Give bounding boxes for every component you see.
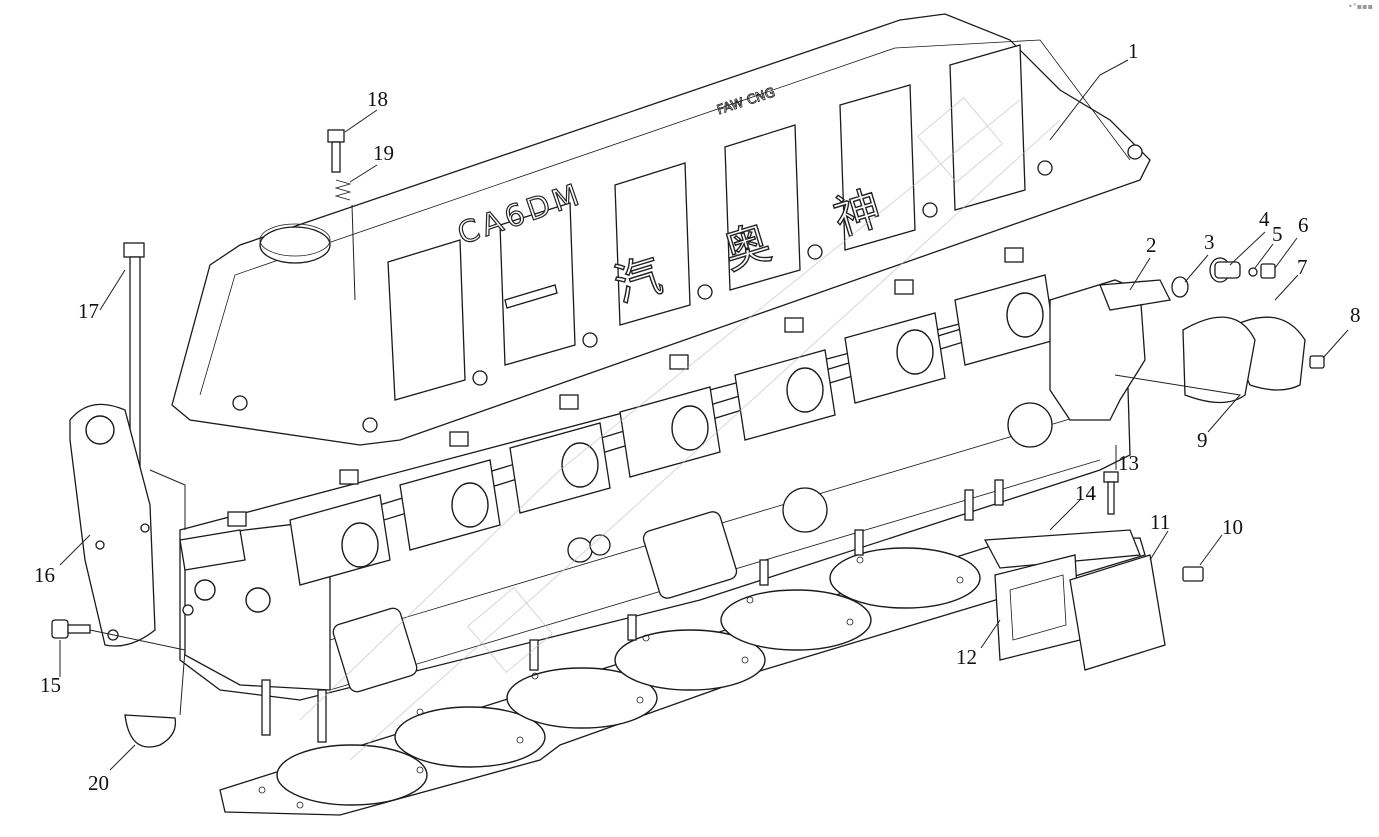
flange-gasket-14 xyxy=(983,529,1141,569)
callout-5: 5 xyxy=(1272,222,1283,246)
bolt-15 xyxy=(51,619,91,639)
washer xyxy=(1248,267,1258,277)
callout-8: 8 xyxy=(1350,303,1361,327)
callout-19: 19 xyxy=(373,141,394,165)
water-outlet-housing xyxy=(1049,279,1171,421)
callout-16: 16 xyxy=(34,563,55,587)
callouts: 1 2 3 4 5 6 7 8 9 10 11 12 13 14 15 16 1… xyxy=(34,39,1361,795)
head-bolt-13 xyxy=(1103,471,1119,515)
watermark xyxy=(299,97,1061,761)
callout-17: 17 xyxy=(78,299,99,323)
callout-20: 20 xyxy=(88,771,109,795)
o-ring xyxy=(1171,276,1189,298)
callout-15: 15 xyxy=(40,673,61,697)
half-moon-seal-20 xyxy=(124,714,177,748)
callout-10: 10 xyxy=(1222,515,1243,539)
head-gasket xyxy=(219,537,1146,816)
callout-11: 11 xyxy=(1150,510,1170,534)
spring-19 xyxy=(334,179,352,201)
callout-13: 13 xyxy=(1118,451,1139,475)
callout-9: 9 xyxy=(1197,428,1208,452)
callout-2: 2 xyxy=(1146,233,1157,257)
corner-mark: •°▪▪▪ xyxy=(1348,2,1373,11)
callout-6: 6 xyxy=(1298,213,1309,237)
plug-bolt xyxy=(1260,263,1276,279)
callout-12: 12 xyxy=(956,645,977,669)
leader-lines xyxy=(59,59,1349,771)
end-cover-bolt xyxy=(1309,355,1325,369)
thermostat-sensor xyxy=(1209,257,1241,283)
callout-4: 4 xyxy=(1259,207,1270,231)
flange-cover-11 xyxy=(1069,554,1166,671)
lifting-bracket-16 xyxy=(69,403,156,647)
callout-1: 1 xyxy=(1128,39,1139,63)
cover-bolt-18 xyxy=(327,129,345,173)
callout-7: 7 xyxy=(1297,255,1308,279)
callout-18: 18 xyxy=(367,87,388,111)
callout-14: 14 xyxy=(1075,481,1097,505)
callout-3: 3 xyxy=(1204,230,1215,254)
flange-bolt-10 xyxy=(1182,566,1204,582)
end-cover-gasket xyxy=(1182,316,1256,404)
